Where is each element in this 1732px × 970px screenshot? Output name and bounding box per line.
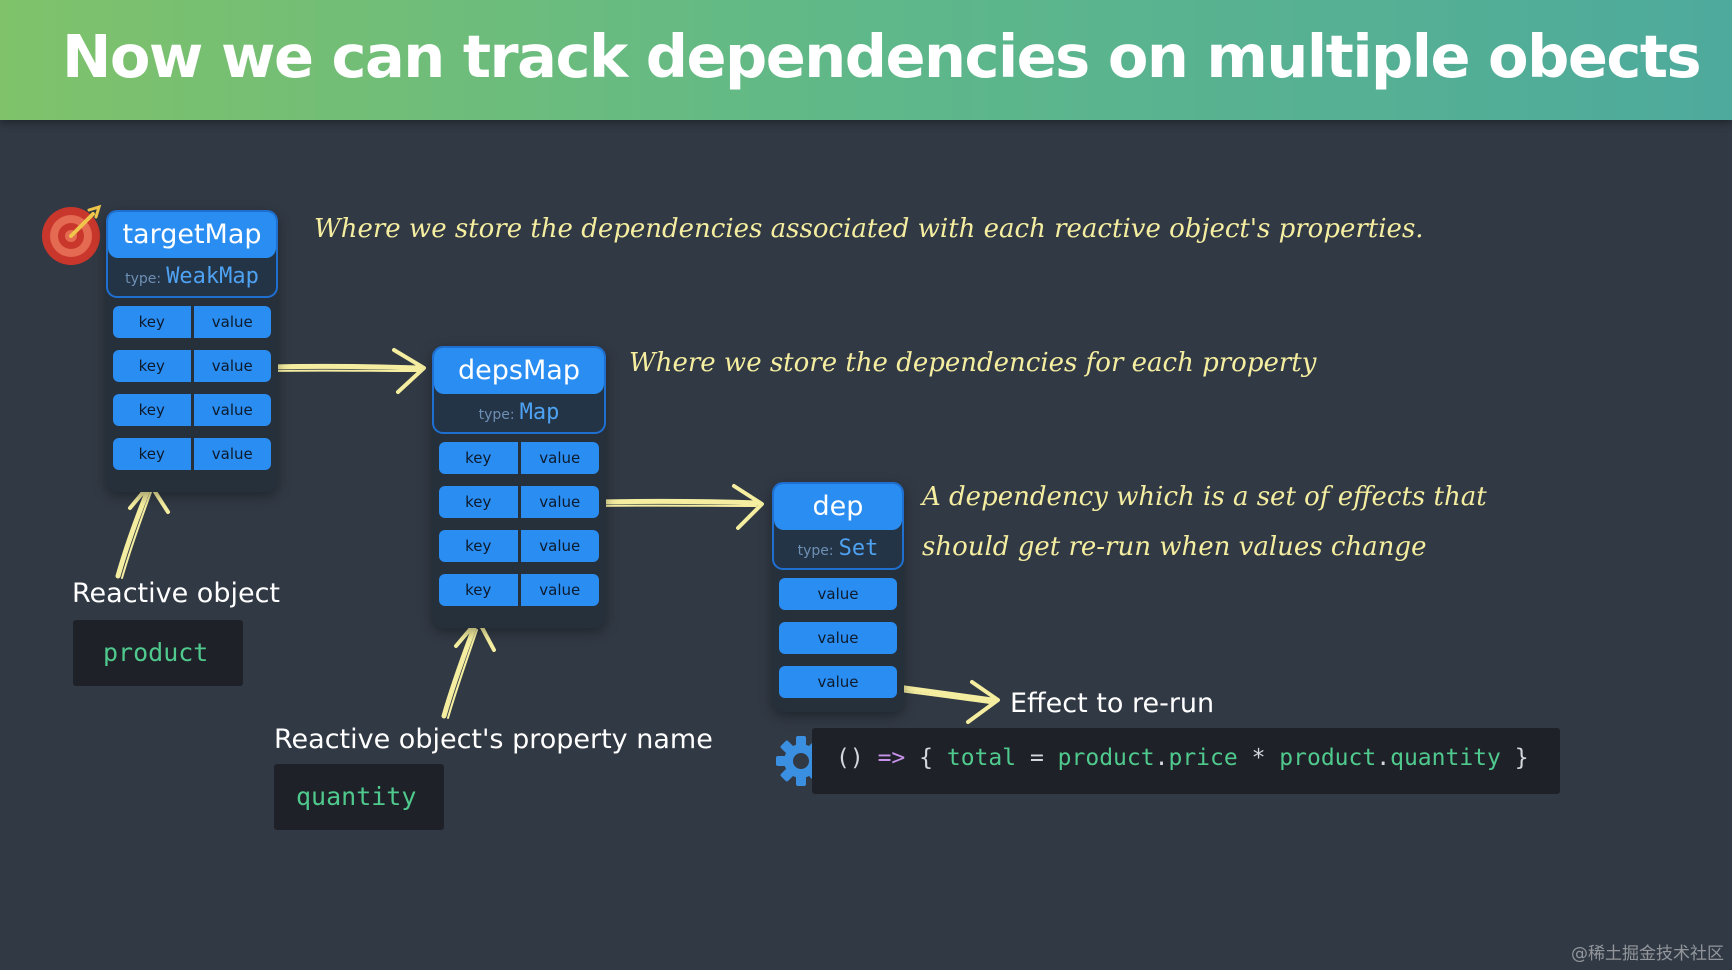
code-times: * xyxy=(1251,745,1266,771)
dep-name: dep xyxy=(774,484,902,530)
arrow-depsmap-to-dep xyxy=(595,484,764,530)
depsmap-header: depsMap type: Map xyxy=(432,346,606,434)
targetmap-type: type: WeakMap xyxy=(108,258,276,296)
code-open-brace: { xyxy=(919,745,933,771)
key-cell: key xyxy=(439,574,518,606)
targetmap-rows: key value key value key value key value xyxy=(113,306,271,482)
target-icon xyxy=(42,204,102,265)
depsmap-name: depsMap xyxy=(434,348,604,394)
value-cell: value xyxy=(779,622,897,654)
table-row: key value xyxy=(113,394,271,426)
code-close-brace: } xyxy=(1514,745,1529,771)
table-row: key value xyxy=(113,350,271,382)
code-lhs: total xyxy=(946,745,1017,771)
title-banner: Now we can track dependencies on multipl… xyxy=(0,0,1732,120)
dep-values: value value value xyxy=(779,578,897,710)
dep-description-line-1: A dependency which is a set of effects t… xyxy=(922,482,1487,512)
table-row: key value xyxy=(439,530,599,562)
depsmap-block: depsMap type: Map key value key value ke… xyxy=(432,346,606,628)
code-parens: () xyxy=(836,745,864,771)
targetmap-description: Where we store the dependencies associat… xyxy=(314,214,1424,244)
value-cell: value xyxy=(193,306,271,338)
effect-label: Effect to re-run xyxy=(1010,688,1215,719)
code-property-2: quantity xyxy=(1390,745,1501,771)
dep-type-value: Set xyxy=(838,536,879,561)
targetmap-header: targetMap type: WeakMap xyxy=(106,210,278,298)
code-equals: = xyxy=(1029,745,1044,771)
code-property-1: price xyxy=(1168,745,1238,771)
code-object-1: product xyxy=(1057,745,1155,771)
depsmap-rows: key value key value key value key value xyxy=(439,442,599,618)
value-cell: value xyxy=(779,666,897,698)
property-name-code-text: quantity xyxy=(296,782,417,811)
key-cell: key xyxy=(439,530,518,562)
arrow-dep-to-effect xyxy=(887,680,1000,724)
value-cell: value xyxy=(520,442,599,474)
value-cell: value xyxy=(193,394,271,426)
value-cell: value xyxy=(520,530,599,562)
value-cell: value xyxy=(779,578,897,610)
arrow-reactive-object-up xyxy=(115,482,170,579)
depsmap-description: Where we store the dependencies for each… xyxy=(629,348,1317,378)
property-name-code: quantity xyxy=(274,764,444,830)
reactive-object-code-text: product xyxy=(103,638,209,667)
depsmap-type: type: Map xyxy=(434,394,604,432)
targetmap-type-label: type: xyxy=(125,271,162,287)
key-cell: key xyxy=(439,442,518,474)
targetmap-block: targetMap type: WeakMap key value key va… xyxy=(106,210,278,492)
targetmap-type-value: WeakMap xyxy=(166,264,259,289)
value-cell: value xyxy=(193,438,271,470)
slide-title: Now we can track dependencies on multipl… xyxy=(62,22,1702,91)
code-dot-2: . xyxy=(1376,745,1391,771)
key-cell: key xyxy=(113,306,191,338)
arrow-targetmap-to-depsmap xyxy=(267,348,426,394)
dep-block: dep type: Set value value value xyxy=(772,482,904,712)
table-row: key value xyxy=(439,486,599,518)
key-cell: key xyxy=(439,486,518,518)
list-item: value xyxy=(779,666,897,698)
dep-header: dep type: Set xyxy=(772,482,904,570)
dep-type: type: Set xyxy=(774,530,902,568)
key-cell: key xyxy=(113,438,191,470)
table-row: key value xyxy=(439,442,599,474)
value-cell: value xyxy=(520,486,599,518)
reactive-object-label: Reactive object xyxy=(72,578,281,609)
targetmap-name: targetMap xyxy=(108,212,276,258)
depsmap-type-label: type: xyxy=(478,407,515,423)
property-name-label: Reactive object's property name xyxy=(274,724,713,755)
dep-type-label: type: xyxy=(797,543,834,559)
code-dot-1: . xyxy=(1154,745,1169,771)
code-arrow: => xyxy=(877,745,906,771)
effect-code-block: () => { total = product.price * product.… xyxy=(812,728,1560,794)
value-cell: value xyxy=(520,574,599,606)
value-cell: value xyxy=(193,350,271,382)
reactive-object-code: product xyxy=(73,620,243,686)
list-item: value xyxy=(779,622,897,654)
table-row: key value xyxy=(113,306,271,338)
list-item: value xyxy=(779,578,897,610)
effect-code-line: () => { total = product.price * product.… xyxy=(836,745,1529,771)
table-row: key value xyxy=(113,438,271,470)
code-object-2: product xyxy=(1279,745,1377,771)
watermark: @稀土掘金技术社区 xyxy=(1571,944,1724,964)
depsmap-type-value: Map xyxy=(519,400,560,425)
dep-description-line-2: should get re-run when values change xyxy=(922,532,1427,562)
table-row: key value xyxy=(439,574,599,606)
key-cell: key xyxy=(113,350,191,382)
key-cell: key xyxy=(113,394,191,426)
arrow-property-name-up xyxy=(441,618,496,719)
